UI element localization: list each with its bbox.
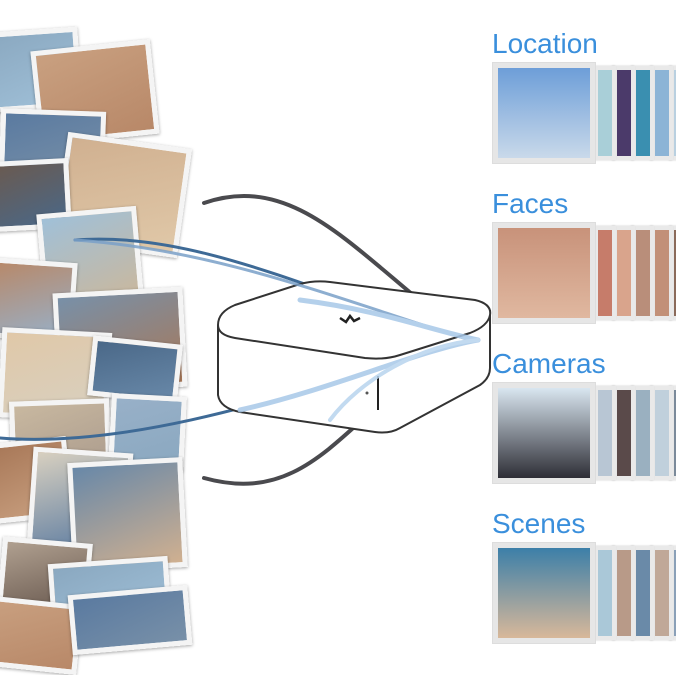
stacked-photo — [594, 546, 616, 640]
cover-photo[interactable] — [492, 222, 596, 324]
stacked-photo — [594, 226, 616, 320]
stacked-photo — [613, 66, 635, 160]
photo-stack[interactable] — [492, 542, 676, 644]
server-box-icon — [216, 280, 492, 434]
stacked-photo — [594, 66, 616, 160]
stacked-photo — [613, 386, 635, 480]
stacked-photo — [651, 386, 673, 480]
photo-stack[interactable] — [492, 222, 676, 324]
stacked-photo — [632, 386, 654, 480]
cover-photo[interactable] — [492, 62, 596, 164]
stacked-photo — [613, 226, 635, 320]
category-label[interactable]: Faces — [492, 188, 569, 219]
category-location[interactable]: Location — [492, 28, 676, 164]
cover-photo[interactable] — [492, 542, 596, 644]
category-faces[interactable]: Faces — [492, 188, 676, 324]
stacked-photo — [632, 546, 654, 640]
category-label[interactable]: Location — [492, 28, 598, 59]
stacked-photo — [651, 66, 673, 160]
category-scenes[interactable]: Scenes — [492, 508, 676, 644]
stacked-photo — [651, 546, 673, 640]
cover-photo[interactable] — [492, 382, 596, 484]
stacked-photo — [632, 66, 654, 160]
category-label[interactable]: Scenes — [492, 508, 586, 539]
photo-stack[interactable] — [492, 382, 676, 484]
stacked-photo — [651, 226, 673, 320]
category-label[interactable]: Cameras — [492, 348, 606, 379]
photo-stack[interactable] — [492, 62, 676, 164]
category-cameras[interactable]: Cameras — [492, 348, 676, 484]
stacked-photo — [594, 386, 616, 480]
stacked-photo — [632, 226, 654, 320]
stacked-photo — [613, 546, 635, 640]
